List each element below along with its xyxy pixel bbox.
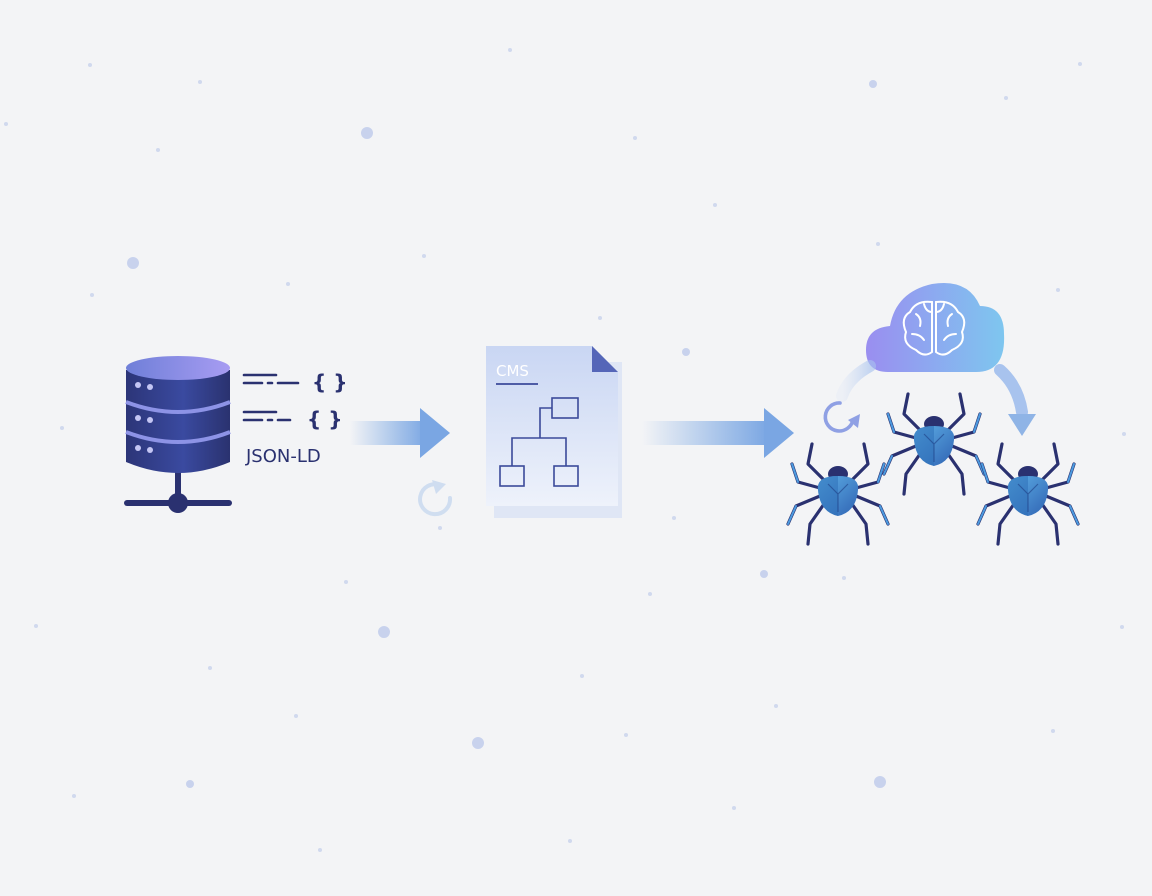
background-dot	[90, 293, 94, 297]
background-dot	[34, 624, 38, 628]
background-dot	[760, 570, 768, 578]
background-dot	[286, 282, 290, 286]
background-dot	[874, 776, 886, 788]
background-dot	[472, 737, 484, 749]
refresh-icon	[823, 401, 860, 433]
spider-crawler-icon	[976, 442, 1080, 546]
background-dot	[1122, 432, 1126, 436]
spider-crawler-icon	[786, 442, 890, 546]
background-dot	[624, 733, 628, 737]
background-dot	[598, 316, 602, 320]
background-dot	[876, 242, 880, 246]
background-dot	[361, 127, 373, 139]
background-dot	[672, 516, 676, 520]
cms-label: CMS	[496, 362, 529, 380]
cms-document-icon: CMS	[486, 346, 622, 518]
background-dot	[318, 848, 322, 852]
background-dot	[378, 626, 390, 638]
spider-crawler-icon	[882, 392, 986, 496]
background-dot	[1051, 729, 1055, 733]
background-dot	[774, 704, 778, 708]
background-dot	[198, 80, 202, 84]
background-dot	[422, 254, 426, 258]
background-dot	[88, 63, 92, 67]
background-dot	[156, 148, 160, 152]
background-dot	[1078, 62, 1082, 66]
background-dot	[682, 348, 690, 356]
background-dot	[648, 592, 652, 596]
background-dot	[568, 839, 572, 843]
database-server-icon	[124, 356, 232, 513]
background-dot	[732, 806, 736, 810]
curve-arrow-right	[994, 364, 1036, 436]
cloud-ai-brain-icon	[866, 282, 1005, 372]
background-dot	[633, 136, 637, 140]
sitemap-tree-icon	[499, 397, 579, 487]
json-ld-label: JSON-LD	[245, 446, 321, 467]
background-dot	[127, 257, 139, 269]
flow-arrow-1	[350, 408, 450, 458]
refresh-icon	[418, 480, 453, 517]
json-brace-2: { }	[307, 407, 342, 431]
flow-arrow-2	[642, 408, 794, 458]
background-dot	[869, 80, 877, 88]
curve-arrow-left	[836, 360, 876, 402]
background-dot	[580, 674, 584, 678]
background-dot	[294, 714, 298, 718]
background-dot	[1120, 625, 1124, 629]
background-dot	[60, 426, 64, 430]
background-dots	[4, 48, 1126, 852]
background-dot	[438, 526, 442, 530]
code-lines	[242, 373, 300, 422]
json-brace-1: { }	[312, 370, 347, 394]
background-dot	[713, 203, 717, 207]
background-dot	[842, 576, 846, 580]
background-dot	[72, 794, 76, 798]
background-dot	[208, 666, 212, 670]
background-dot	[4, 122, 8, 126]
background-dot	[508, 48, 512, 52]
background-dot	[1056, 288, 1060, 292]
background-dot	[1004, 96, 1008, 100]
background-dot	[344, 580, 348, 584]
background-dot	[186, 780, 194, 788]
